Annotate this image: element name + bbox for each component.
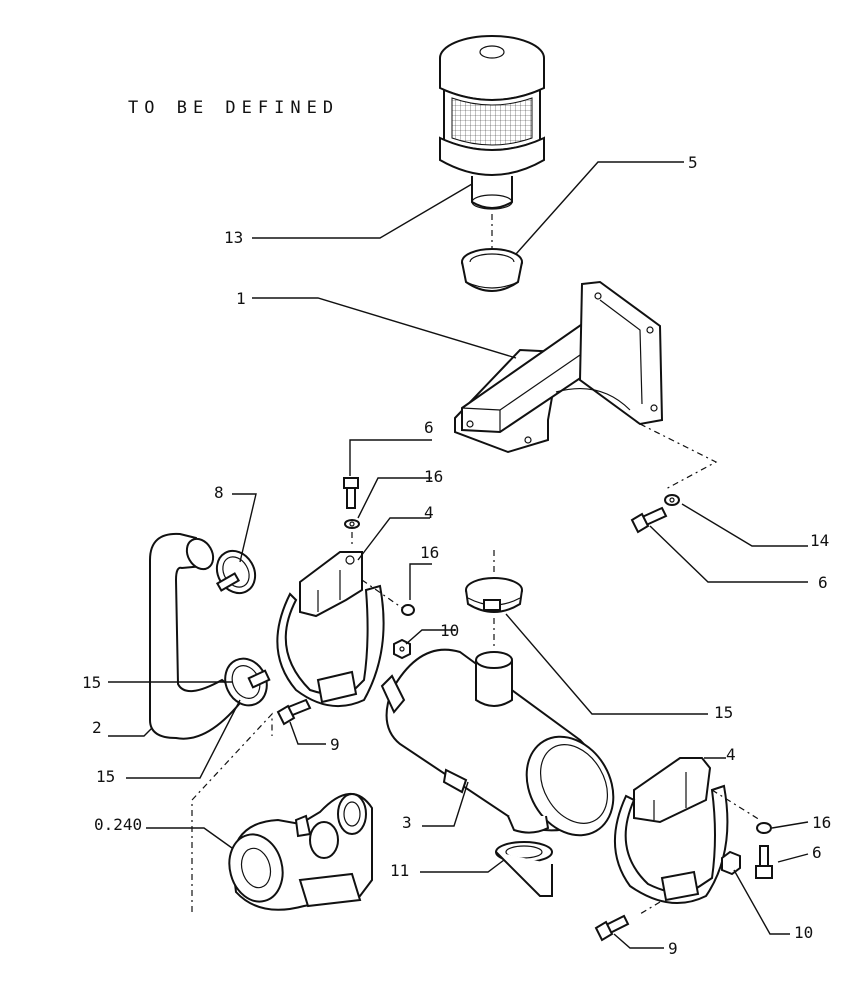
hose-clamp-lower [224, 657, 271, 707]
callout-15-lower: 15 [96, 767, 115, 786]
callout-0240: 0.240 [94, 815, 142, 834]
bolt-washer-right [630, 494, 680, 534]
callout-10-left: 10 [440, 621, 459, 640]
support-bracket-part [454, 280, 664, 454]
callout-8: 8 [214, 483, 224, 502]
dust-valve [495, 841, 553, 897]
hose-clamp-right [465, 577, 523, 613]
washer-middle [401, 604, 415, 616]
hose-part [149, 532, 246, 740]
nut-left [393, 638, 411, 660]
callout-14: 14 [810, 531, 829, 550]
precleaner-part [439, 35, 545, 210]
callout-9-left: 9 [330, 735, 340, 754]
callout-16-right: 16 [812, 813, 831, 832]
sleeve-part [461, 248, 523, 292]
callout-6-lower: 6 [812, 843, 822, 862]
callout-13: 13 [224, 228, 243, 247]
callout-15-left: 15 [82, 673, 101, 692]
callout-4-left: 4 [424, 503, 434, 522]
callout-4-right: 4 [726, 745, 736, 764]
callout-15-right: 15 [714, 703, 733, 722]
bolt-washer-top [343, 477, 360, 529]
callout-9-right: 9 [668, 939, 678, 958]
bolt-right-6 [755, 845, 773, 879]
band-clamp-left [276, 551, 385, 707]
air-filter-housing [380, 648, 615, 837]
callout-11: 11 [390, 861, 409, 880]
hose-clamp-top [215, 549, 257, 595]
bolt-left-9 [276, 698, 312, 726]
callout-2: 2 [92, 718, 102, 737]
bolt-right-9 [594, 914, 630, 942]
callout-16-top: 16 [424, 467, 443, 486]
callout-16-mid: 16 [420, 543, 439, 562]
nut-right [721, 850, 741, 876]
band-clamp-right [614, 757, 729, 905]
note-to-be-defined: TO BE DEFINED [128, 98, 340, 118]
callout-1: 1 [236, 289, 246, 308]
callout-5: 5 [688, 153, 698, 172]
callout-3: 3 [402, 813, 412, 832]
callout-6-top: 6 [424, 418, 434, 437]
callout-labels: 13 5 1 6 16 8 4 16 14 6 10 15 2 15 9 15 … [82, 153, 831, 958]
callout-6-right: 6 [818, 573, 828, 592]
leader-lines [108, 161, 809, 949]
washer-right [756, 822, 772, 834]
turbocharger [228, 792, 373, 911]
callout-10-right: 10 [794, 923, 813, 942]
